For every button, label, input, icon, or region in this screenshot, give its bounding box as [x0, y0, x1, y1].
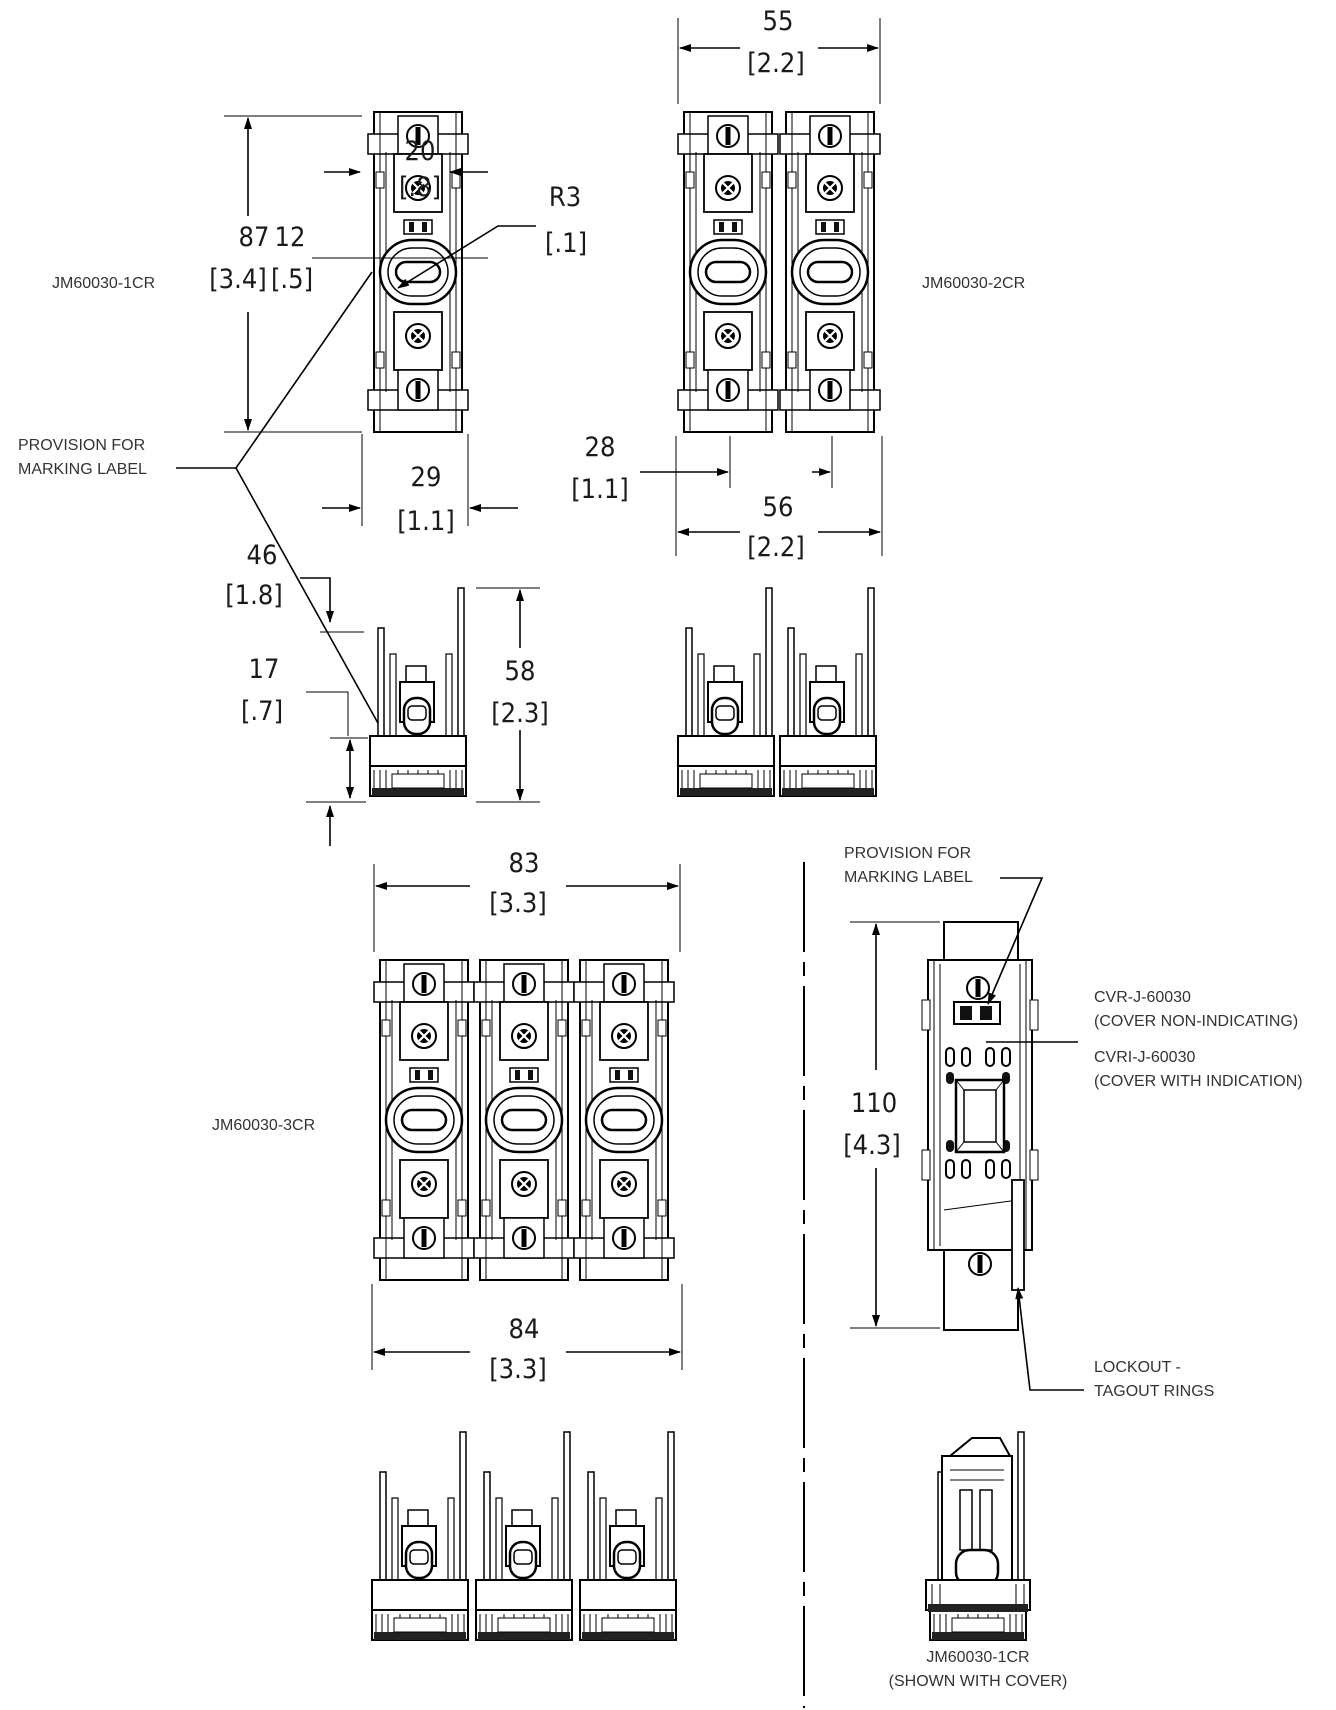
dim-84: 84 [3.3] [371, 1284, 683, 1385]
dim-58-in: [2.3] [491, 698, 549, 729]
dim-17: 17 [.7] [241, 654, 368, 846]
lockout-label-2: TAGOUT RINGS [1094, 1383, 1214, 1400]
one-pole-side-view [368, 586, 468, 798]
dim-110: 110 [4.3] [843, 921, 940, 1329]
three-pole-label: JM60030-3CR [212, 1117, 315, 1134]
dim-110-mm: 110 [851, 1088, 897, 1119]
one-pole-label: JM60030-1CR [52, 275, 155, 292]
dim-58: 58 [2.3] [476, 587, 549, 803]
dim-87-mm: 87 [239, 222, 270, 253]
dim-55: 55 [2.2] [677, 6, 881, 104]
dim-20-in: [.8] [399, 172, 441, 203]
dim-56-mm: 56 [763, 492, 794, 523]
cvr-desc: (COVER NON-INDICATING) [1094, 1013, 1298, 1030]
covered-pole-top-view [921, 921, 1039, 1331]
dim-46-in: [1.8] [225, 580, 283, 611]
dim-84-in: [3.3] [489, 1354, 547, 1385]
dim-83: 83 [3.3] [373, 848, 681, 952]
cover-view-label-1: JM60030-1CR [926, 1649, 1029, 1666]
two-pole-label: JM60030-2CR [922, 275, 1025, 292]
dim-110-in: [4.3] [843, 1130, 901, 1161]
dim-46: 46 [1.8] [225, 540, 364, 633]
dim-17-in: [.7] [241, 696, 283, 727]
three-pole-top-view [374, 960, 674, 1280]
dim-12-in: [.5] [271, 264, 313, 295]
lockout-label-1: LOCKOUT - [1094, 1359, 1181, 1376]
cover-callout: CVR-J-60030 (COVER NON-INDICATING) CVRI-… [986, 989, 1303, 1090]
dim-55-in: [2.2] [747, 48, 805, 79]
dim-r3-mm: R3 [549, 182, 581, 213]
marking-label-callout-cover: PROVISION FOR MARKING LABEL [844, 845, 1044, 1005]
provision-b-line2: MARKING LABEL [844, 869, 973, 886]
dim-87: 87 [3.4] [209, 115, 362, 433]
cover-view-label-2: (SHOWN WITH COVER) [889, 1673, 1068, 1690]
dim-17-mm: 17 [249, 654, 280, 685]
cvri-desc: (COVER WITH INDICATION) [1094, 1073, 1303, 1090]
dim-r3: R3 [.1] [397, 182, 587, 289]
two-pole-top-view [678, 112, 880, 432]
dim-56: 56 [2.2] [675, 436, 883, 563]
dim-83-in: [3.3] [489, 888, 547, 919]
dim-20-mm: 20 [405, 136, 436, 167]
provision-b-line1: PROVISION FOR [844, 845, 971, 862]
two-pole-side-view [676, 586, 878, 798]
dim-r3-in: [.1] [545, 228, 587, 259]
dim-29-in: [1.1] [397, 506, 455, 537]
three-pole-side-view [370, 1430, 678, 1642]
provision-label-line1: PROVISION FOR [18, 437, 145, 454]
dim-83-mm: 83 [509, 848, 540, 879]
dim-84-mm: 84 [509, 1314, 540, 1345]
dim-29-mm: 29 [411, 462, 442, 493]
dim-29: 29 [1.1] [322, 434, 518, 537]
dim-28: 28 [1.1] [571, 432, 833, 505]
dim-87-in: [3.4] [209, 264, 267, 295]
marking-label-callout: PROVISION FOR MARKING LABEL [18, 271, 385, 735]
dim-28-in: [1.1] [571, 474, 629, 505]
dim-58-mm: 58 [505, 656, 536, 687]
dim-28-mm: 28 [585, 432, 616, 463]
provision-label-line2: MARKING LABEL [18, 461, 147, 478]
lockout-callout: LOCKOUT - TAGOUT RINGS [1015, 1287, 1214, 1400]
cvri-label: CVRI-J-60030 [1094, 1049, 1195, 1066]
dim-46-mm: 46 [247, 540, 278, 571]
covered-pole-side-view [925, 1430, 1031, 1642]
dim-12: 12 [.5] [271, 222, 488, 295]
dim-55-mm: 55 [763, 6, 794, 37]
dim-20: 20 [.8] [324, 136, 488, 203]
dim-56-in: [2.2] [747, 532, 805, 563]
cvr-label: CVR-J-60030 [1094, 989, 1191, 1006]
dim-12-mm: 12 [275, 222, 306, 253]
